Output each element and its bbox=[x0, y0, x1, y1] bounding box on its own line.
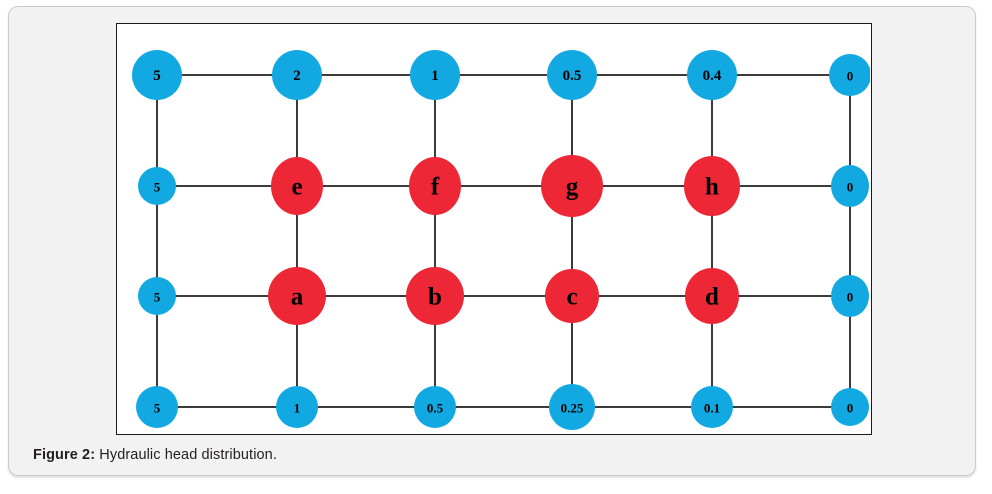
grid-node-0-1[interactable]: 0.1 bbox=[691, 386, 733, 428]
node-circle bbox=[276, 386, 318, 428]
grid-node-h[interactable]: h bbox=[684, 156, 740, 216]
grid-node-5[interactable]: 5 bbox=[138, 277, 176, 315]
node-circle bbox=[268, 267, 326, 325]
node-circle bbox=[406, 267, 464, 325]
grid-node-0[interactable]: 0 bbox=[829, 54, 870, 96]
node-circle bbox=[831, 275, 869, 317]
grid-node-5[interactable]: 5 bbox=[138, 167, 176, 205]
node-circle bbox=[831, 388, 869, 426]
figure-caption: Figure 2: Hydraulic head distribution. bbox=[33, 447, 277, 463]
node-circle bbox=[691, 386, 733, 428]
node-circle bbox=[687, 50, 737, 100]
grid-node-0[interactable]: 0 bbox=[831, 165, 869, 207]
grid-node-c[interactable]: c bbox=[545, 269, 599, 323]
node-circle bbox=[409, 157, 461, 215]
figure-plot-area: 5 2 1 0.5 0.4 0 5 e f g h 0 5 a b c d 0 5 1 0.5 0.25 0.1 0 bbox=[116, 23, 872, 435]
node-circle bbox=[545, 269, 599, 323]
grid-nodes-layer: 5 2 1 0.5 0.4 0 5 e f g h 0 5 a b c d 0 5 1 0.5 0.25 0.1 0 bbox=[132, 50, 870, 430]
node-circle bbox=[685, 268, 739, 324]
node-circle bbox=[272, 50, 322, 100]
figure-caption-text: Hydraulic head distribution. bbox=[95, 447, 277, 463]
node-circle bbox=[136, 386, 178, 428]
node-circle bbox=[829, 54, 870, 96]
grid-node-0-5[interactable]: 0.5 bbox=[414, 386, 456, 428]
grid-node-0-5[interactable]: 0.5 bbox=[547, 50, 597, 100]
grid-node-5[interactable]: 5 bbox=[136, 386, 178, 428]
node-circle bbox=[132, 50, 182, 100]
grid-node-e[interactable]: e bbox=[271, 157, 323, 215]
node-circle bbox=[541, 155, 603, 217]
grid-node-1[interactable]: 1 bbox=[410, 50, 460, 100]
node-circle bbox=[138, 277, 176, 315]
grid-node-2[interactable]: 2 bbox=[272, 50, 322, 100]
grid-edges-layer bbox=[156, 74, 851, 408]
grid-node-d[interactable]: d bbox=[685, 268, 739, 324]
grid-node-1[interactable]: 1 bbox=[276, 386, 318, 428]
figure-card: 5 2 1 0.5 0.4 0 5 e f g h 0 5 a b c d 0 5 1 0.5 0.25 0.1 0 Figu… bbox=[8, 6, 976, 476]
grid-node-0[interactable]: 0 bbox=[831, 275, 869, 317]
node-circle bbox=[547, 50, 597, 100]
grid-node-5[interactable]: 5 bbox=[132, 50, 182, 100]
grid-node-f[interactable]: f bbox=[409, 157, 461, 215]
grid-node-a[interactable]: a bbox=[268, 267, 326, 325]
grid-node-0-25[interactable]: 0.25 bbox=[549, 384, 595, 430]
node-circle bbox=[271, 157, 323, 215]
figure-caption-label: Figure 2: bbox=[33, 447, 96, 463]
grid-node-0-4[interactable]: 0.4 bbox=[687, 50, 737, 100]
hydraulic-head-grid-diagram: 5 2 1 0.5 0.4 0 5 e f g h 0 5 a b c d 0 5 1 0.5 0.25 0.1 0 bbox=[132, 50, 870, 430]
node-circle bbox=[138, 167, 176, 205]
node-circle bbox=[410, 50, 460, 100]
node-circle bbox=[684, 156, 740, 216]
grid-node-g[interactable]: g bbox=[541, 155, 603, 217]
node-circle bbox=[414, 386, 456, 428]
node-circle bbox=[549, 384, 595, 430]
grid-node-0[interactable]: 0 bbox=[831, 388, 869, 426]
node-circle bbox=[831, 165, 869, 207]
grid-node-b[interactable]: b bbox=[406, 267, 464, 325]
